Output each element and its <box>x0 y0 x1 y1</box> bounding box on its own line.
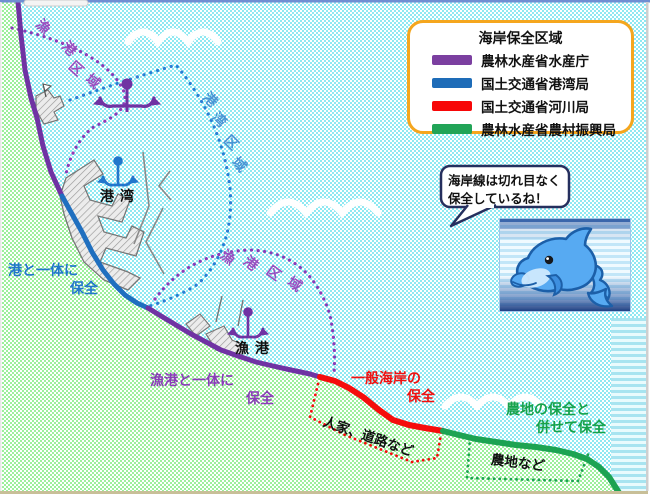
fishing-port-label: 漁港 <box>235 340 275 356</box>
farmland-protection-line1: 農地の保全と <box>506 401 590 417</box>
top-left-tab-artifact <box>23 0 89 7</box>
speech-bubble-line2: 保全しているね！ <box>448 192 548 207</box>
fishing-integrated-line1: 漁港と一体に <box>150 372 234 388</box>
anchor-icon-port <box>96 156 140 187</box>
frame-border-right <box>646 2 649 491</box>
dolphin-illustration-box <box>499 218 631 312</box>
speech-bubble <box>439 164 571 209</box>
wave-icon-3 <box>441 393 545 412</box>
land-area <box>2 2 621 493</box>
legend-swatch-ports <box>432 78 472 88</box>
coast-segment-rural <box>440 428 624 498</box>
legend-item-fishery: 農林水産省水産庁 <box>410 49 631 71</box>
frame-border-top <box>0 0 650 3</box>
speech-bubble-tail-mask <box>470 203 494 208</box>
houses-roads-zone-boundary <box>308 382 443 464</box>
anchor-icon-fishing-1 <box>92 78 162 112</box>
legend-item-ports: 国土交通省港湾局 <box>410 72 631 94</box>
frame-border-left <box>0 2 2 491</box>
fishing-zone-2-boundary <box>153 248 337 375</box>
port-zone-boundary <box>68 63 233 308</box>
coast-segment-ports <box>59 193 151 311</box>
general-coast-line1: 一般海岸の <box>351 370 421 386</box>
fishing-integrated-line2: 保全 <box>246 389 274 406</box>
wave-icon-2 <box>266 198 382 219</box>
legend-item-rural: 農林水産省農村振興局 <box>410 118 631 140</box>
anchor-icon-fishing-2 <box>226 307 270 339</box>
general-coast-line2: 保全 <box>407 387 435 404</box>
small-pier-structure <box>35 89 65 125</box>
port-label: 港湾 <box>100 188 140 204</box>
legend-label: 農林水産省農村振興局 <box>481 123 616 138</box>
legend-swatch-fishery <box>432 55 472 65</box>
breakwater-line-2 <box>145 207 165 275</box>
dolphin-icon <box>510 227 614 308</box>
fishing-integrated-caption: 漁港と一体に 保全 <box>150 372 274 407</box>
fishing-breakwater-line-2 <box>237 299 244 327</box>
coast-segment-fishery-1 <box>15 0 65 199</box>
speech-bubble-line1: 海岸線は切れ目なく <box>448 174 561 188</box>
port-integrated-caption: 港と一体に 保全 <box>8 262 98 297</box>
farmland-protection-caption: 農地の保全と 併せて保全 <box>506 401 606 436</box>
coast-segment-fishery-2 <box>145 305 323 380</box>
legend-swatch-rivers <box>432 101 472 111</box>
coast-segment-rivers <box>317 374 446 434</box>
legend-label: 農林水産省水産庁 <box>481 54 589 69</box>
legend-swatch-rural <box>432 124 472 134</box>
frame-margin-bottom <box>0 494 650 498</box>
frame-border-bottom <box>0 491 648 494</box>
farmland-protection-line2: 併せて保全 <box>536 418 606 435</box>
breakwater-line-3 <box>157 170 172 201</box>
port-integrated-line1: 港と一体に <box>8 262 78 278</box>
legend-label: 国土交通省港湾局 <box>481 77 589 92</box>
sea-ruled-strip <box>611 318 647 491</box>
fishing-pier-structure-a <box>185 313 211 337</box>
farmland-zone-boundary <box>465 436 591 483</box>
pier-flag <box>42 83 53 92</box>
speech-bubble-text: 海岸線は切れ目なく 保全しているね！ <box>448 172 566 208</box>
breakwater-line-1 <box>133 151 150 245</box>
fishing-breakwater-line-1 <box>215 295 223 323</box>
legend-label: 国土交通省河川局 <box>481 100 589 115</box>
general-coast-caption: 一般海岸の 保全 <box>351 370 435 405</box>
legend-item-rivers: 国土交通省河川局 <box>410 95 631 117</box>
wave-icon-1 <box>124 28 222 48</box>
port-integrated-line2: 保全 <box>70 279 98 296</box>
legend-box: 海岸保全区域 農林水産省水産庁 国土交通省港湾局 国土交通省河川局 農林水産省農… <box>407 20 634 138</box>
legend-title: 海岸保全区域 <box>478 30 563 46</box>
port-pier-structure <box>59 159 145 291</box>
speech-bubble-tail <box>449 203 497 228</box>
